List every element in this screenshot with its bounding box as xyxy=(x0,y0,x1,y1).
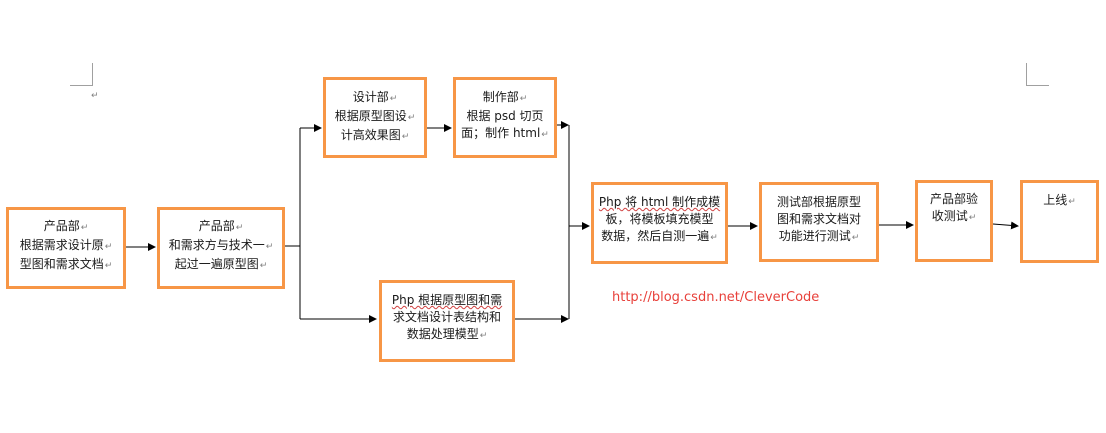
box-line: 型图和需求文档↵ xyxy=(19,257,113,271)
box-design-dept: 设计部↵ 根据原型图设↵ 计高效果图↵ xyxy=(323,77,427,158)
box-php-database-design: Php 根据原型图和需 求文档设计表结构和 数据处理模型↵ xyxy=(379,280,515,362)
paragraph-mark-icon: ↵ xyxy=(91,91,99,101)
box-line: Php 根据原型图和需 xyxy=(391,293,503,307)
box-line: 计高效果图↵ xyxy=(340,128,410,142)
box-line: 产品部↵ xyxy=(43,219,89,233)
box-line: 板，将模板填充模型 xyxy=(605,212,714,226)
box-line: Php 将 html 制作成模 xyxy=(598,195,721,209)
box-line: 设计部↵ xyxy=(352,90,398,104)
box-line: 功能进行测试↵ xyxy=(778,229,860,243)
box-line: 图和需求文档对 xyxy=(776,212,861,226)
arrow-acceptance-to-launch xyxy=(992,221,1019,230)
crop-mark-top-left xyxy=(70,63,93,86)
box-testing-dept: 测试部根据原型 图和需求文档对 功能进行测试↵ xyxy=(759,182,879,262)
box-line: 产品部↵ xyxy=(198,219,244,233)
box-php-template: Php 将 html 制作成模 板，将模板填充模型 数据，然后自测一遍↵ xyxy=(591,182,728,264)
box-line: 起过一遍原型图↵ xyxy=(174,257,268,271)
box-line: 求文档设计表结构和 xyxy=(392,310,501,324)
box-line: 根据需求设计原↵ xyxy=(19,238,113,252)
box-product-dept: 产品部↵ 根据需求设计原↵ 型图和需求文档↵ xyxy=(6,207,126,289)
box-launch: 上线↵ xyxy=(1020,180,1099,263)
box-line: 上线↵ xyxy=(1043,193,1076,207)
box-line: 数据处理模型↵ xyxy=(406,327,488,341)
box-line: 测试部根据原型 xyxy=(776,195,861,209)
box-product-acceptance: 产品部验 收测试↵ xyxy=(915,180,993,262)
box-line: 根据 psd 切页 xyxy=(466,109,544,123)
box-production-dept: 制作部↵ 根据 psd 切页 面；制作 html↵ xyxy=(453,77,557,158)
crop-mark-top-right xyxy=(1026,63,1049,86)
box-line: 制作部↵ xyxy=(482,90,528,104)
box-line: 收测试↵ xyxy=(931,209,977,223)
box-line: 产品部验 xyxy=(929,192,978,206)
box-line: 数据，然后自测一遍↵ xyxy=(601,229,718,243)
box-line: 面；制作 html↵ xyxy=(461,126,549,140)
box-line: 和需求方与技术一↵ xyxy=(168,238,274,252)
box-line: 根据原型图设↵ xyxy=(334,109,416,123)
box-product-review: 产品部↵ 和需求方与技术一↵ 起过一遍原型图↵ xyxy=(157,207,285,289)
blog-url-watermark: http://blog.csdn.net/CleverCode xyxy=(612,290,820,305)
